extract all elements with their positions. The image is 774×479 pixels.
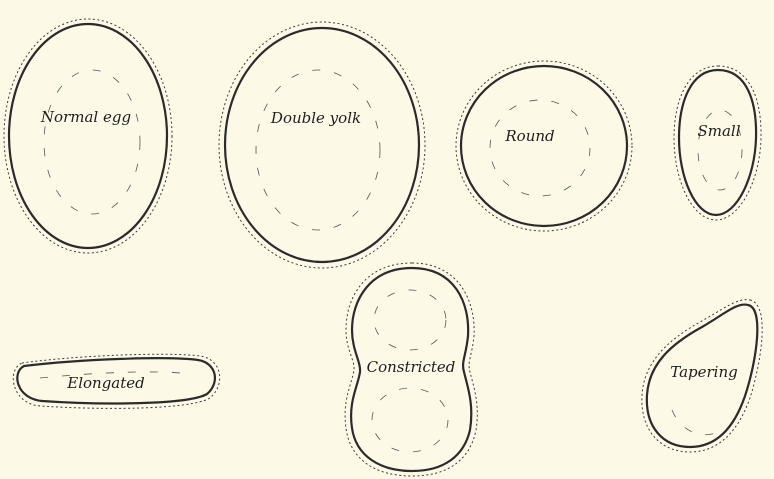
double-yolk-egg-label: Double yolk [270,109,361,127]
tapering-egg-label: Tapering [670,363,738,381]
constricted-egg: Constricted [345,263,477,476]
tapering-egg: Tapering [642,300,762,452]
round-egg: Round [456,61,632,231]
normal-egg: Normal egg [4,19,172,253]
elongated-egg-label: Elongated [66,374,145,392]
constricted-egg-label: Constricted [367,358,456,376]
double-yolk-egg: Double yolk [219,22,425,268]
small-egg-label: Small [697,122,740,140]
normal-egg-label: Normal egg [40,108,131,126]
small-egg: Small [674,66,761,220]
round-egg-label: Round [504,127,554,145]
elongated-egg: Elongated [13,354,219,408]
